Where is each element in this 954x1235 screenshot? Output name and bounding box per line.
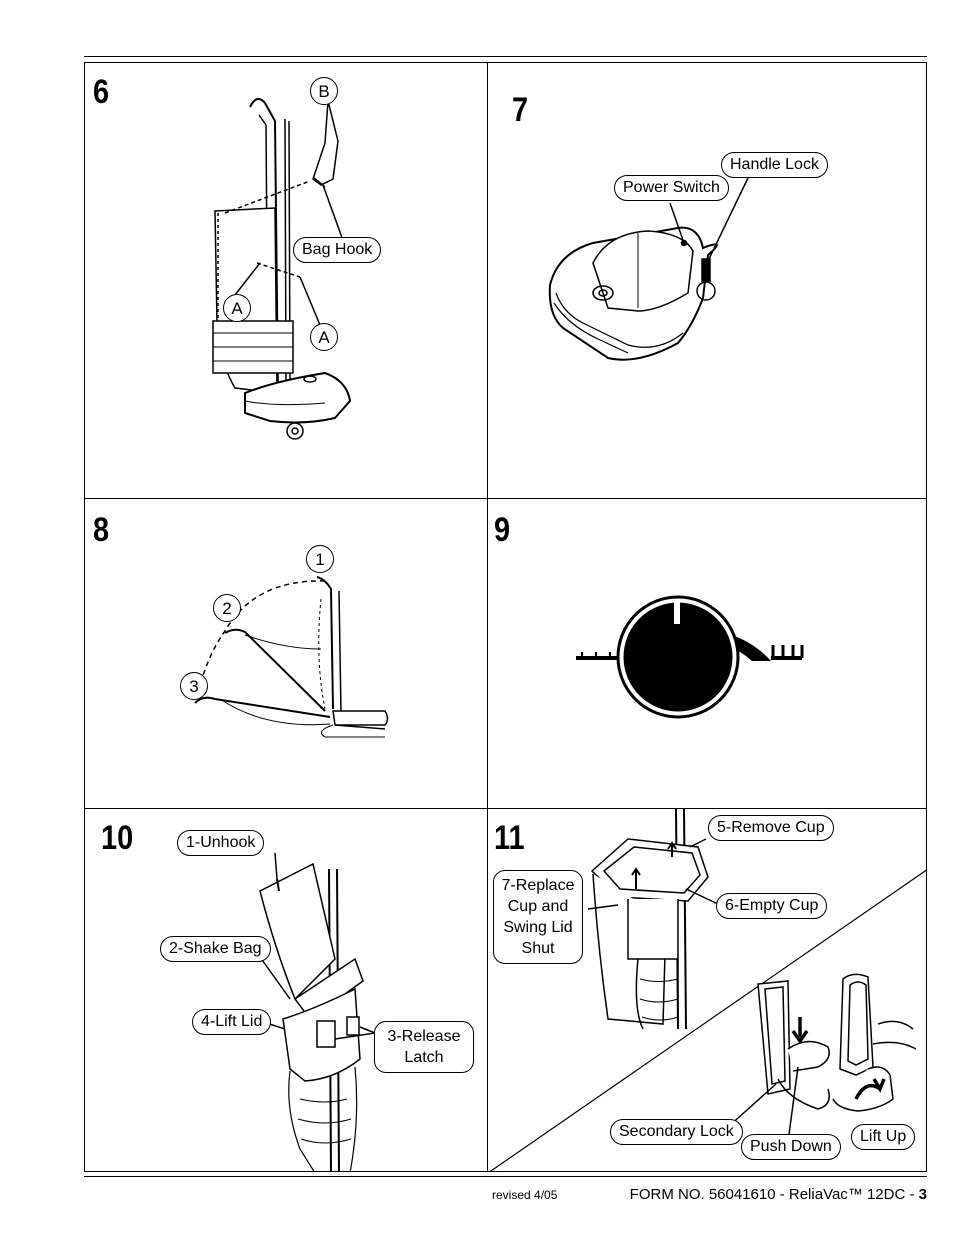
label-empty-cup: 6-Empty Cup bbox=[716, 893, 828, 919]
label-power-switch: Power Switch bbox=[614, 175, 729, 201]
callout-a-left: A bbox=[223, 294, 251, 322]
panel-8: 8 1 2 3 bbox=[84, 498, 488, 809]
panel-7: 7 Power Switch Handle Lock bbox=[487, 62, 927, 499]
dirt-cup-illustration bbox=[489, 809, 926, 1171]
panel-number: 9 bbox=[494, 511, 511, 549]
label-bag-hook: Bag Hook bbox=[293, 237, 382, 263]
callout-a-right: A bbox=[310, 323, 338, 351]
callout-position-3: 3 bbox=[180, 672, 208, 700]
page-number: 3 bbox=[918, 1186, 927, 1203]
label-remove-cup: 5-Remove Cup bbox=[708, 815, 834, 841]
revised-date: revised 4/05 bbox=[492, 1188, 558, 1202]
panel-6: 6 B Bag Hook A A bbox=[84, 62, 488, 499]
label-secondary-lock: Secondary Lock bbox=[610, 1119, 743, 1145]
label-handle-lock: Handle Lock bbox=[721, 152, 828, 178]
panel-number: 11 bbox=[494, 819, 525, 857]
panel-10: 10 1-Unhook 2-Shake Bag 4-Lift Lid 3-Rel… bbox=[84, 808, 488, 1172]
label-release-latch: 3-Release Latch bbox=[374, 1021, 474, 1073]
height-adjust-knob-illustration bbox=[576, 595, 804, 719]
label-lift-lid: 4-Lift Lid bbox=[192, 1009, 272, 1035]
callout-position-1: 1 bbox=[306, 545, 334, 573]
panel-number: 7 bbox=[512, 91, 529, 129]
callout-position-2: 2 bbox=[213, 594, 241, 622]
bottom-rule bbox=[84, 1176, 927, 1177]
label-unhook: 1-Unhook bbox=[177, 830, 265, 856]
panel-11: 11 5-Remove Cup 7-Replace Cup bbox=[487, 808, 927, 1172]
form-number: FORM NO. 56041610 - ReliaVac™ 12DC - 3 bbox=[630, 1186, 927, 1203]
label-push-down: Push Down bbox=[741, 1134, 841, 1160]
panel-9: 9 bbox=[487, 498, 927, 809]
form-text: FORM NO. 56041610 - ReliaVac™ 12DC - bbox=[629, 1186, 919, 1203]
bag-removal-illustration bbox=[259, 852, 376, 1171]
vacuum-bag-hook-illustration bbox=[212, 97, 352, 440]
top-rule bbox=[84, 56, 927, 57]
label-replace-cup: 7-Replace Cup and Swing Lid Shut bbox=[493, 870, 583, 964]
vacuum-base-switch-illustration bbox=[548, 177, 749, 361]
panel-number: 6 bbox=[93, 73, 110, 111]
panel-number: 10 bbox=[101, 819, 134, 857]
handle-positions-illustration bbox=[194, 576, 389, 738]
callout-b: B bbox=[310, 77, 338, 105]
label-lift-up: Lift Up bbox=[851, 1124, 916, 1150]
label-shake-bag: 2-Shake Bag bbox=[160, 936, 271, 962]
panel-number: 8 bbox=[93, 511, 110, 549]
